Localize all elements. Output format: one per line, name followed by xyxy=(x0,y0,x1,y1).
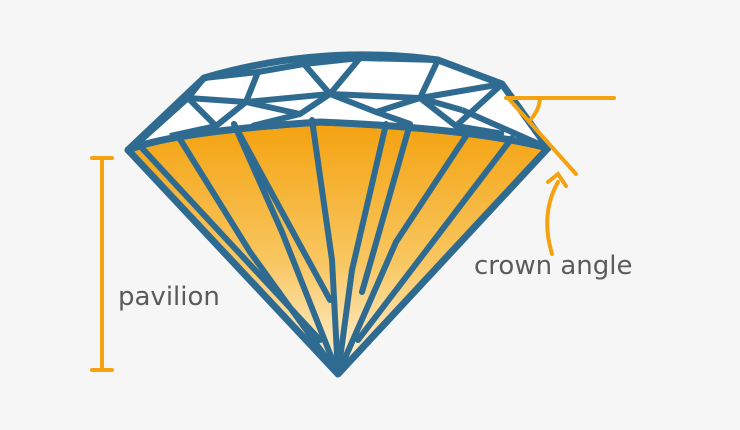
pavilion-label: pavilion xyxy=(118,282,220,312)
crown-facets xyxy=(127,55,550,153)
pavilion-facets xyxy=(137,117,515,377)
crown-angle-label: crown angle xyxy=(474,251,632,281)
crown-angle-indicator xyxy=(504,96,616,256)
pavilion-height-bracket xyxy=(90,156,114,372)
